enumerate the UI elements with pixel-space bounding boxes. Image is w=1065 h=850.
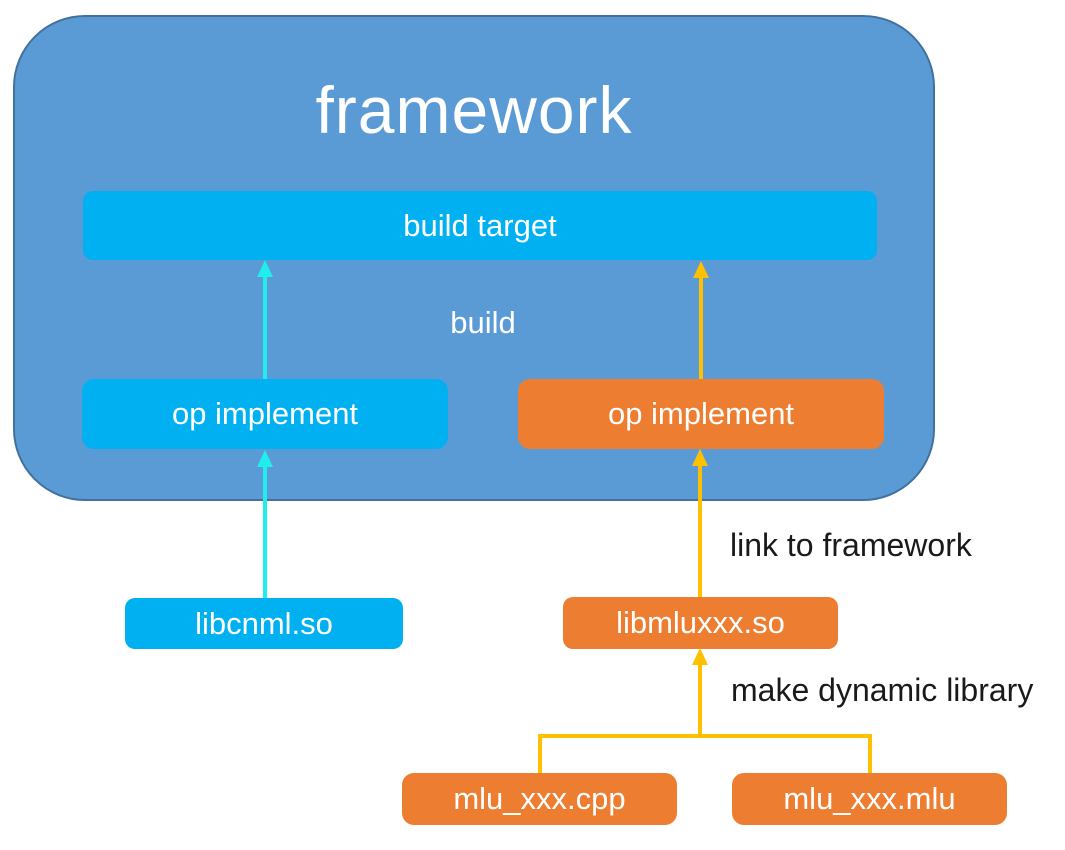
libmluxxx-label: libmluxxx.so <box>616 605 785 640</box>
build-target-label: build target <box>403 207 557 243</box>
libmluxxx-node: libmluxxx.so <box>563 597 838 649</box>
build-target-node: build target <box>83 191 877 260</box>
mlu-mlu-label: mlu_xxx.mlu <box>783 781 956 816</box>
op-implement-mlu-label: op implement <box>607 396 795 431</box>
op-implement-cnml-node: op implement <box>82 379 448 449</box>
make-dynamic-library-annotation: make dynamic library <box>731 672 1034 708</box>
framework-title: framework <box>315 73 633 147</box>
mlu-mlu-node: mlu_xxx.mlu <box>732 773 1007 825</box>
op-implement-cnml-label: op implement <box>171 396 359 431</box>
arrow-sources-to-libmluxxx <box>692 648 708 736</box>
op-implement-mlu-node: op implement <box>518 379 884 449</box>
libcnml-label: libcnml.so <box>195 605 333 641</box>
link-to-framework-annotation: link to framework <box>730 527 972 563</box>
sources-bracket-connector <box>538 734 872 773</box>
libcnml-node: libcnml.so <box>125 598 403 649</box>
mlu-cpp-node: mlu_xxx.cpp <box>402 773 677 825</box>
build-annotation: build <box>450 305 516 340</box>
mlu-cpp-label: mlu_xxx.cpp <box>453 781 626 816</box>
